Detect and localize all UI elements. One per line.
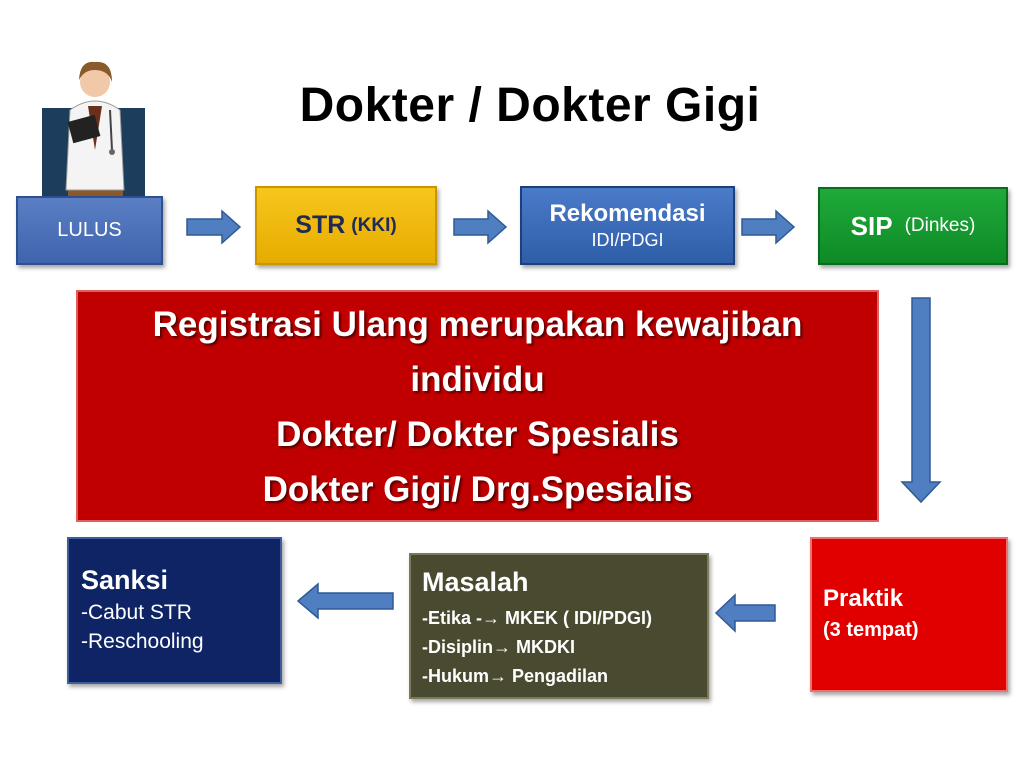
step-str-sub: (KKI)	[351, 214, 397, 236]
banner-line-2: individu	[410, 359, 545, 399]
step-str-label: STR	[295, 211, 346, 239]
masalah-item: -Disiplin→ MKDKI	[422, 636, 575, 657]
step-sip-sub: (Dinkes)	[904, 215, 976, 236]
step-rekomendasi: Rekomendasi IDI/PDGI	[520, 186, 735, 265]
praktik-box: Praktik (3 tempat)	[810, 537, 1008, 692]
sanksi-title: Sanksi	[81, 565, 169, 595]
banner-line-1: Registrasi Ulang merupakan kewajiban	[152, 305, 803, 344]
page-title: Dokter / Dokter Gigi	[299, 79, 761, 132]
step-rekomendasi-sub: IDI/PDGI	[591, 230, 664, 250]
sanksi-item: -Reschooling	[81, 630, 204, 654]
arrow-left-icon	[714, 593, 776, 633]
arrow-left-icon	[296, 582, 394, 620]
doctor-clipart-icon	[42, 61, 145, 198]
masalah-box: Masalah -Etika -→ MKEK ( IDI/PDGI) -Disi…	[409, 553, 709, 699]
banner-line-3: Dokter/ Dokter Spesialis	[276, 414, 679, 454]
arrow-down-icon	[900, 297, 942, 504]
arrow-right-icon	[186, 209, 242, 245]
arrow-right-icon	[741, 209, 796, 245]
step-lulus-label: LULUS	[57, 219, 122, 241]
registration-banner: Registrasi Ulang merupakan kewajiban ind…	[76, 290, 879, 522]
masalah-item: -Etika -→ MKEK ( IDI/PDGI)	[422, 608, 653, 628]
sanksi-item: -Cabut STR	[81, 601, 192, 624]
step-sip: SIP (Dinkes)	[818, 187, 1008, 265]
step-sip-label: SIP	[850, 210, 893, 241]
step-lulus: LULUS	[16, 196, 163, 265]
step-str: STR (KKI)	[255, 186, 437, 265]
step-rekomendasi-label: Rekomendasi	[549, 200, 706, 227]
banner-line-4: Dokter Gigi/ Drg.Spesialis	[262, 469, 693, 509]
masalah-title: Masalah	[422, 567, 529, 597]
masalah-item: -Hukum→ Pengadilan	[422, 665, 609, 686]
praktik-title: Praktik	[823, 585, 904, 612]
praktik-sub: (3 tempat)	[823, 619, 919, 641]
sanksi-box: Sanksi -Cabut STR -Reschooling	[67, 537, 282, 684]
arrow-right-icon	[453, 209, 508, 245]
